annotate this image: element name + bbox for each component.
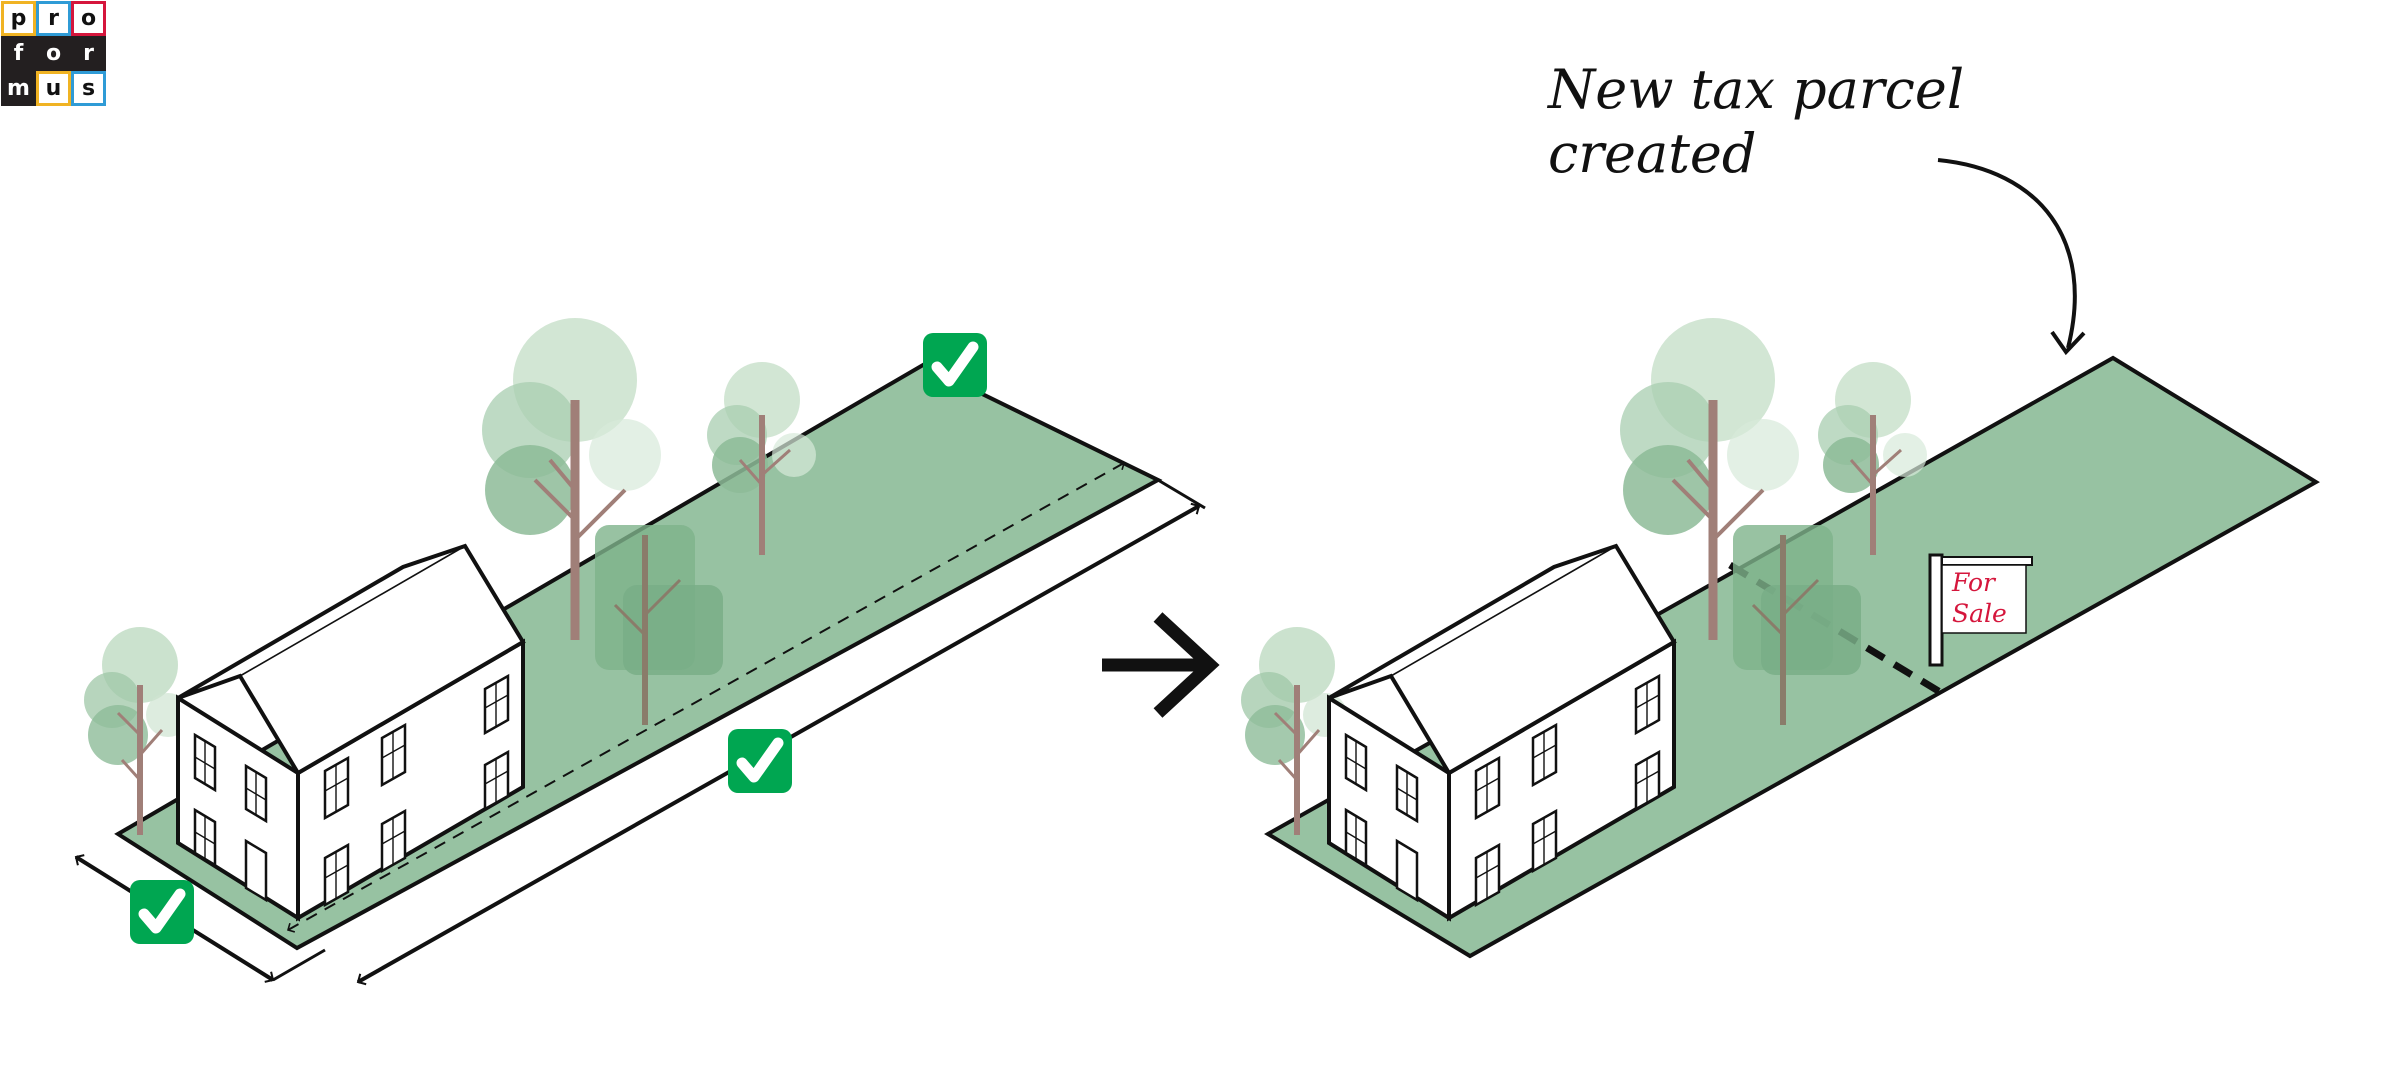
after-lot: For Sale bbox=[1241, 158, 2320, 959]
logo-letter: p bbox=[1, 1, 36, 36]
house-icon bbox=[176, 544, 525, 920]
sign-line-2: Sale bbox=[1952, 599, 2007, 628]
before-lot bbox=[74, 318, 1206, 986]
checkmark-icon bbox=[728, 729, 792, 793]
logo-letter: o bbox=[36, 36, 71, 71]
logo-letter: m bbox=[1, 71, 36, 106]
curved-arrow-icon bbox=[1937, 158, 2077, 349]
logo-letter: o bbox=[71, 1, 106, 36]
logo-letter: r bbox=[71, 36, 106, 71]
for-sale-sign: For Sale bbox=[1928, 553, 2033, 667]
caption-line-1: New tax parcel bbox=[1548, 58, 1965, 121]
arrow-right-icon bbox=[1102, 612, 1220, 718]
logo-letter: f bbox=[1, 36, 36, 71]
checkmark-icon bbox=[923, 333, 987, 397]
logo-letter: r bbox=[36, 1, 71, 36]
caption-line-2: created bbox=[1548, 122, 1757, 185]
logo-letter: u bbox=[36, 71, 71, 106]
logo-letter: s bbox=[71, 71, 106, 106]
checkmark-icon bbox=[130, 880, 194, 944]
sign-line-1: For bbox=[1951, 568, 1997, 597]
